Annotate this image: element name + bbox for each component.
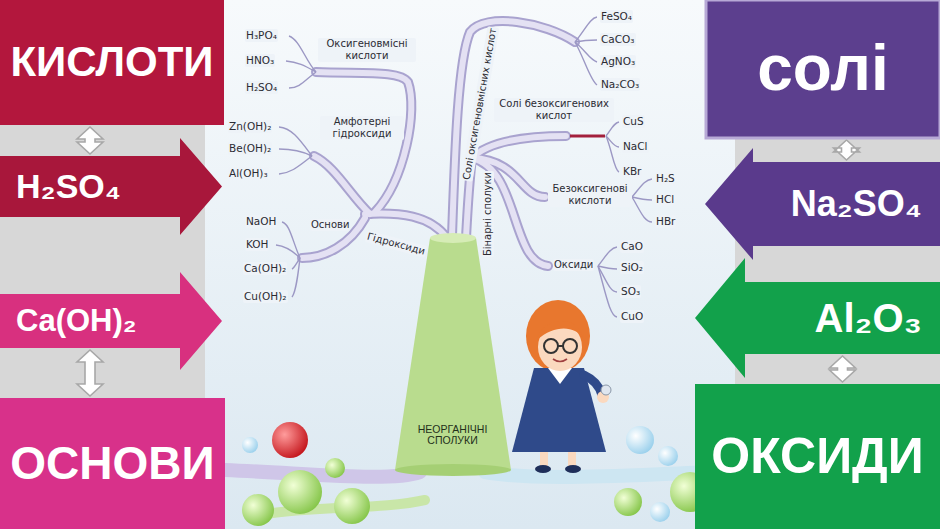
double-arrow — [830, 356, 856, 382]
cone-base — [395, 464, 511, 476]
node-text: ОКСИДИ — [711, 430, 923, 483]
formula-label: Al(OH)₃ — [228, 167, 269, 180]
formula-label: KOH — [245, 238, 269, 251]
node-text: Na₂SO₄ — [791, 185, 922, 223]
branch-label: Гідроксиди — [365, 230, 428, 258]
double-arrow — [77, 127, 103, 154]
trunk-cone: НЕОРГАНІЧНІ СПОЛУКИ — [395, 232, 511, 470]
node-text: Al₂O₃ — [815, 297, 922, 339]
formula-label: Zn(OH)₂ — [228, 120, 272, 133]
branch-label: Оксиди — [553, 259, 594, 271]
formula-label: HBr — [655, 215, 676, 228]
category-box-outline — [0, 0, 224, 125]
formula-label: SiO₂ — [620, 261, 644, 274]
example-arrow: Ca(OH)₂ — [0, 272, 222, 370]
node-text: ОСНОВИ — [10, 439, 214, 487]
formula-label: SO₃ — [620, 285, 641, 298]
formula-label: AgNO₃ — [600, 55, 636, 68]
example-arrow-outline — [705, 148, 940, 260]
cone-top — [430, 233, 476, 243]
molecule-balls — [242, 422, 710, 526]
category-box-outline — [706, 0, 940, 138]
node-text: H₂SO₄ — [16, 169, 121, 205]
formula-label: CuS — [622, 115, 645, 128]
example-arrow: H₂SO₄ — [0, 138, 222, 235]
branch-label: Бінарні сполуки — [482, 171, 494, 257]
formula-label: NaCl — [622, 140, 649, 153]
formula-label: CaO — [620, 240, 644, 253]
category-box: солі — [706, 0, 940, 138]
branch-label: Амфотерні гідроксиди — [320, 116, 404, 140]
node-text: Ca(OH)₂ — [16, 305, 137, 338]
category-box: ОСНОВИ — [0, 398, 225, 529]
example-arrow-outline — [695, 258, 940, 378]
formula-label: Be(OH)₂ — [228, 142, 272, 155]
example-arrow: Al₂O₃ — [695, 258, 940, 378]
red-bar — [570, 135, 605, 138]
formula-label: HCl — [655, 193, 675, 206]
formula-label: FeSO₄ — [600, 10, 633, 23]
category-box-outline — [695, 384, 940, 529]
node-text: солі — [757, 35, 889, 102]
branch-tubes — [302, 21, 575, 266]
teacher-figure — [512, 300, 611, 473]
branch-label: Солі безоксигенових кислот — [494, 98, 614, 122]
formula-label: CaCO₃ — [600, 33, 636, 46]
formula-label: H₂S — [655, 172, 676, 185]
example-arrow-outline — [0, 138, 222, 235]
formula-label: KBr — [622, 165, 642, 178]
node-text: НЕОРГАНІЧНІ СПОЛУКИ — [405, 424, 501, 446]
branch-label: Безоксигенові кислоти — [548, 183, 632, 207]
branch-label: Оксигеновмісні кислоти — [318, 38, 416, 62]
formula-label: CuO — [620, 310, 644, 323]
panel — [205, 0, 735, 529]
formula-label: Cu(OH)₂ — [243, 290, 288, 303]
formula-label: HNO₃ — [245, 54, 275, 67]
formula-label: Ca(OH)₂ — [243, 262, 287, 275]
double-arrow — [834, 140, 860, 160]
formula-label: Na₂CO₃ — [600, 78, 640, 91]
category-box: ОКСИДИ — [695, 384, 940, 529]
trunk-cone-outline — [395, 238, 511, 470]
category-box: КИСЛОТИ — [0, 0, 224, 125]
formula-label: H₃PO₄ — [245, 29, 278, 42]
bottom-pipes — [225, 470, 720, 515]
example-arrow-outline — [0, 272, 222, 370]
example-arrow: Na₂SO₄ — [705, 148, 940, 260]
formula-label: H₂SO₄ — [245, 81, 278, 94]
formula-label: NaOH — [245, 215, 277, 228]
branch-label: Основи — [310, 219, 350, 231]
double-arrow — [77, 350, 103, 396]
node-text: КИСЛОТИ — [10, 40, 213, 84]
category-box-outline — [0, 398, 225, 529]
